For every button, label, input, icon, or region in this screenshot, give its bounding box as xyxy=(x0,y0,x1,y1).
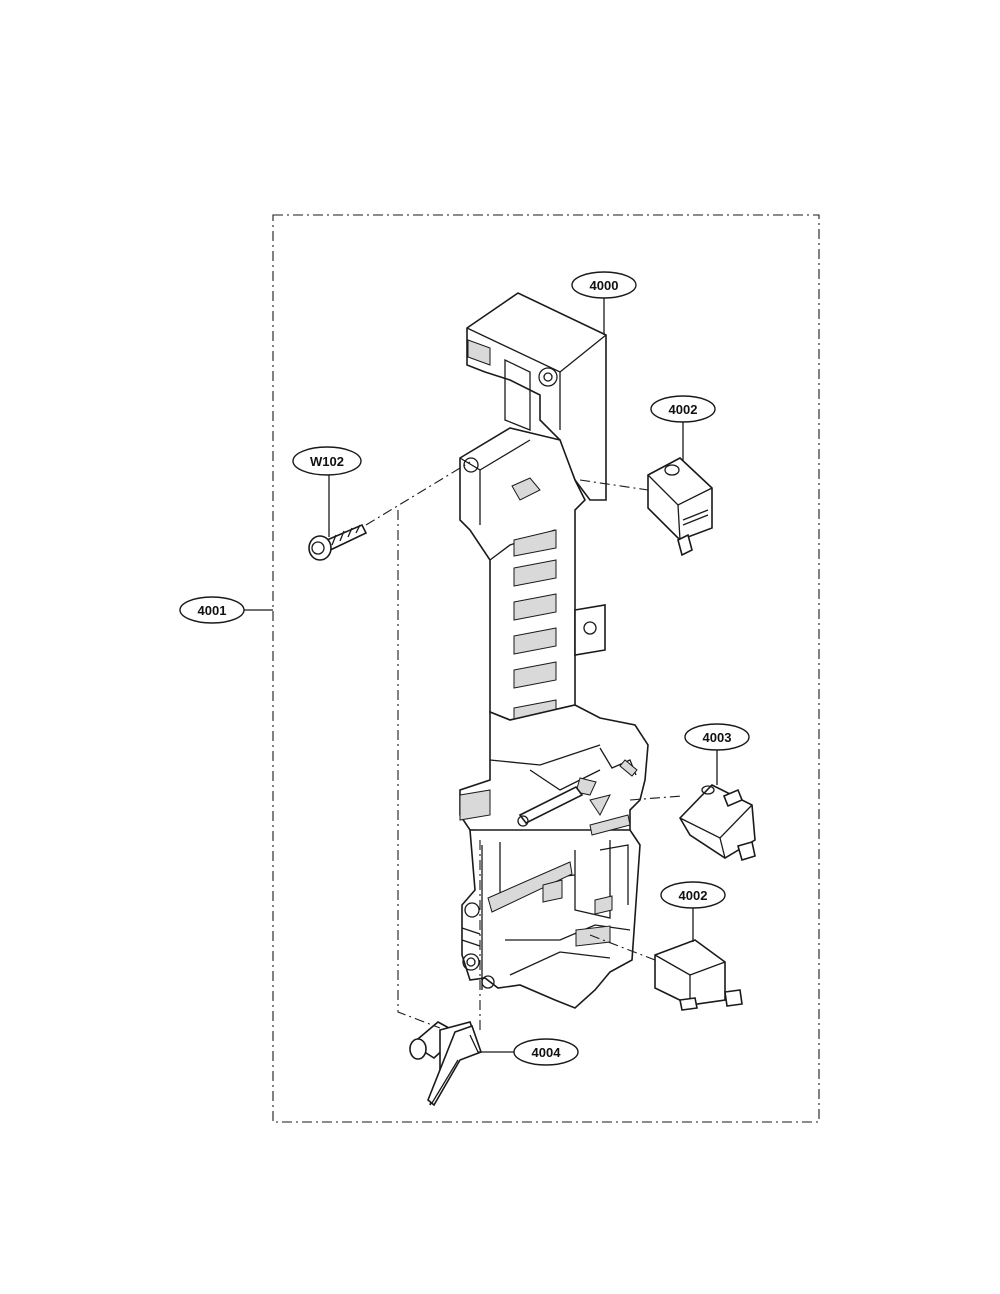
label-4002-top-text: 4002 xyxy=(669,402,698,417)
label-4003: 4003 xyxy=(684,723,750,751)
label-4000-text: 4000 xyxy=(590,278,619,293)
label-4003-text: 4003 xyxy=(703,730,732,745)
label-4004: 4004 xyxy=(513,1038,579,1066)
label-4002-top: 4002 xyxy=(650,395,716,423)
assembly-frame xyxy=(272,214,820,1123)
rib-slots xyxy=(511,477,557,723)
micro-switch-top xyxy=(647,457,713,557)
micro-switch-middle xyxy=(679,784,756,862)
label-4002-bottom-text: 4002 xyxy=(679,888,708,903)
label-4001: 4001 xyxy=(179,596,245,624)
latch-board xyxy=(459,292,649,1009)
assembly-guide-lines xyxy=(365,461,683,1030)
micro-switch-bottom xyxy=(654,939,743,1011)
label-w102: W102 xyxy=(292,446,362,476)
label-w102-text: W102 xyxy=(310,454,344,469)
label-4001-text: 4001 xyxy=(198,603,227,618)
label-4002-bottom: 4002 xyxy=(660,881,726,909)
screw xyxy=(308,523,368,561)
label-4004-text: 4004 xyxy=(532,1045,562,1060)
lever xyxy=(409,1021,483,1107)
label-4000: 4000 xyxy=(571,271,637,299)
